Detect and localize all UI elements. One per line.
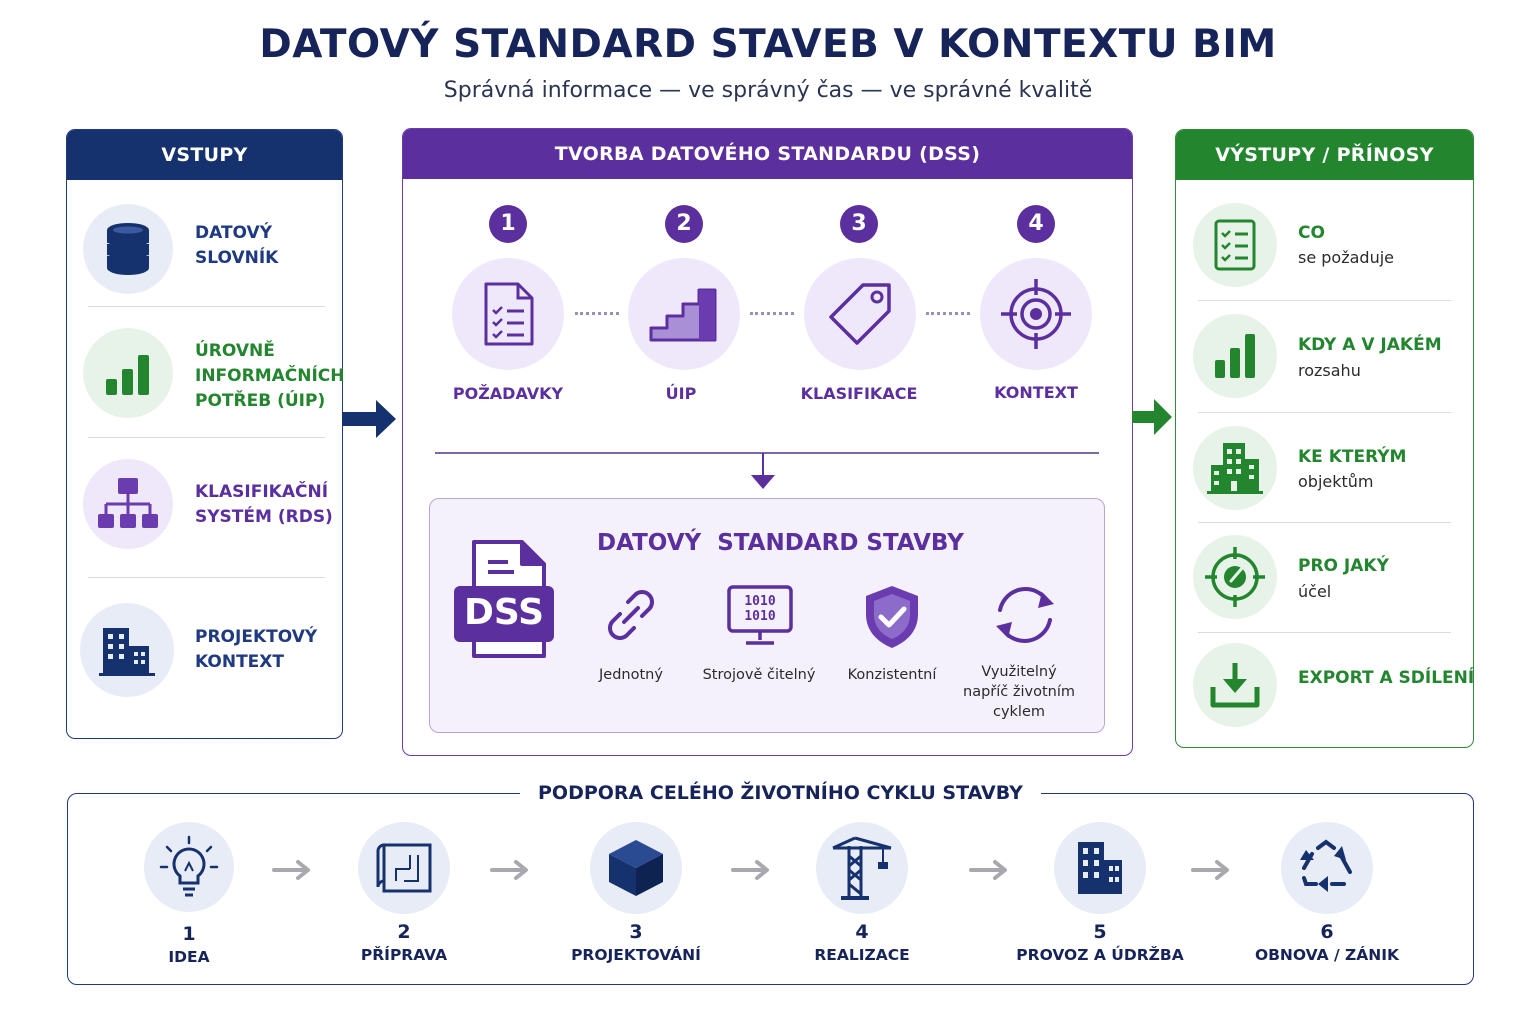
phase-label: PROVOZ A ÚDRŽBA: [1016, 946, 1184, 964]
step-label: POŽADAVKY: [452, 384, 564, 403]
lightbulb-icon: [144, 822, 234, 912]
shield-check-icon: [866, 586, 918, 648]
divider: [1198, 632, 1451, 633]
lifecycle-title: PODPORA CELÉHO ŽIVOTNÍHO CYKLU STAVBY: [520, 782, 1041, 804]
database-icon: [83, 204, 173, 294]
hierarchy-icon: [83, 459, 173, 549]
creation-header: TVORBA DATOVÉHO STANDARDU (DSS): [403, 129, 1132, 179]
step-number: 1: [489, 205, 527, 243]
cube-icon: [590, 822, 682, 914]
building-icon: [1054, 822, 1146, 914]
divider: [88, 306, 325, 307]
divider: [1198, 412, 1451, 413]
step-label: ÚIP: [665, 384, 697, 403]
connector: [575, 312, 619, 315]
feature-label: Jednotný: [599, 667, 663, 683]
output-title: KE KTERÝM: [1298, 447, 1407, 467]
dss-badge-text: DSS: [463, 592, 545, 633]
arrow-right-icon: [1191, 860, 1229, 880]
checklist-icon: [1193, 203, 1277, 287]
input-label-classification: KLASIFIKAČNÍ SYSTÉM (RDS): [195, 482, 333, 527]
connector: [926, 312, 970, 315]
connector: [750, 312, 794, 315]
arrow-right-icon: [731, 860, 769, 880]
phase-label: IDEA: [168, 948, 210, 966]
bar-chart-icon: [83, 328, 173, 418]
monitor-binary-icon: [727, 585, 793, 645]
inputs-header: VSTUPY: [67, 130, 342, 180]
phase-number: 6: [1320, 921, 1334, 943]
download-icon: [1193, 643, 1277, 727]
divider: [88, 437, 325, 438]
feature-label: Využitelný napříč životním cyklem: [963, 664, 1075, 720]
target-icon: [980, 258, 1092, 370]
step-number: 4: [1017, 205, 1055, 243]
feature-label: Strojově čitelný: [702, 667, 816, 683]
link-icon: [608, 590, 654, 640]
phase-number: 1: [182, 923, 196, 945]
feature-label: Konzistentní: [847, 667, 937, 683]
output-title: CO: [1298, 223, 1325, 243]
binary-text: 1010 1010: [744, 594, 776, 624]
arrow-right-icon: [969, 860, 1007, 880]
step-number: 3: [840, 205, 878, 243]
stairs-icon: [628, 258, 740, 370]
bar-chart-icon: [1193, 314, 1277, 398]
arrow-right-icon: [490, 860, 528, 880]
phase-number: 5: [1093, 921, 1107, 943]
target-icon: [1193, 535, 1277, 619]
output-title: EXPORT A SDÍLENÍ: [1298, 668, 1475, 688]
lifecycle-panel: [67, 793, 1474, 985]
arrow-down-icon: [751, 453, 775, 489]
divider: [1198, 522, 1451, 523]
page-title: DATOVÝ STANDARD STAVEB V KONTEXTU BIM: [259, 22, 1277, 67]
phase-label: PROJEKTOVÁNÍ: [571, 946, 701, 964]
crane-icon: [816, 822, 908, 914]
divider: [1198, 300, 1451, 301]
divider: [88, 577, 325, 578]
tag-icon: [804, 258, 916, 370]
step-label: KONTEXT: [994, 383, 1078, 402]
phase-number: 2: [397, 921, 411, 943]
flow-arrow-icon: [1132, 399, 1172, 435]
divider: [435, 452, 1099, 454]
step-label: KLASIFIKACE: [800, 384, 918, 403]
phase-number: 3: [629, 921, 643, 943]
cycle-icon: [996, 587, 1054, 643]
input-label-context: PROJEKTOVÝ KONTEXT: [195, 627, 318, 672]
phase-label: PŘÍPRAVA: [360, 946, 448, 964]
output-sub: se požaduje: [1298, 248, 1394, 267]
output-title: KDY A V JAKÉM: [1298, 335, 1442, 355]
flow-arrow-icon: [342, 400, 396, 438]
output-sub: účel: [1298, 582, 1332, 601]
city-icon: [80, 603, 174, 697]
step-number: 2: [665, 205, 703, 243]
phase-label: OBNOVA / ZÁNIK: [1254, 946, 1400, 964]
input-label-uip: ÚROVNĚ INFORMAČNÍCH POTŘEB (ÚIP): [195, 341, 345, 411]
phase-number: 4: [855, 921, 869, 943]
output-sub: rozsahu: [1298, 361, 1361, 380]
page-subtitle: Správná informace — ve správný čas — ve …: [443, 78, 1093, 103]
phase-label: REALIZACE: [814, 946, 910, 964]
output-sub: objektům: [1298, 472, 1374, 491]
input-label-dictionary: DATOVÝ SLOVNÍK: [195, 223, 279, 268]
building-icon: [1193, 426, 1277, 510]
recycle-icon: [1281, 822, 1373, 914]
blueprint-icon: [358, 822, 450, 914]
outputs-header: VÝSTUPY / PŘÍNOSY: [1176, 130, 1473, 180]
dss-document-icon: [454, 540, 554, 658]
checklist-icon: [452, 258, 564, 370]
arrow-right-icon: [272, 860, 310, 880]
output-title: PRO JAKÝ: [1298, 556, 1389, 576]
dss-title: DATOVÝ STANDARD STAVBY: [597, 530, 964, 556]
